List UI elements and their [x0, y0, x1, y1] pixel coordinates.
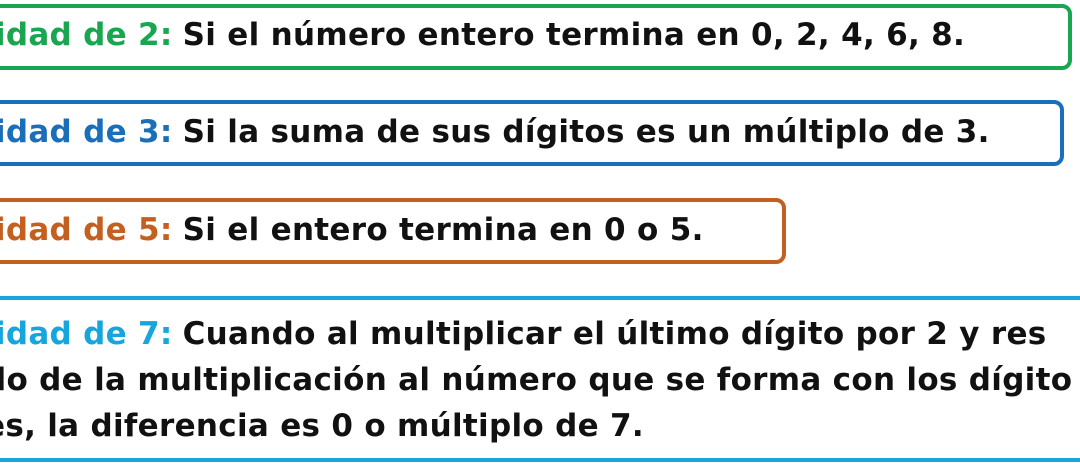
rule-3-line-1: lidad de 3:Si la suma de sus dígitos es … [0, 112, 990, 152]
rule-3-label: lidad de 3: [0, 114, 173, 150]
rule-box-divisibility-3 [0, 100, 1064, 166]
rule-box-divisibility-2 [0, 4, 1072, 70]
rule-box-divisibility-7 [0, 296, 1080, 462]
rule-2-line-1: lidad de 2:Si el número entero termina e… [0, 15, 965, 55]
rule-3-text: Si la suma de sus dígitos es un múltiplo… [182, 114, 990, 150]
rule-5-line-1: lidad de 5:Si el entero termina en 0 o 5… [0, 210, 704, 250]
rule-2-label: lidad de 2: [0, 17, 173, 53]
rule-7-line-3: es, la diferencia es 0 o múltiplo de 7. [0, 408, 644, 444]
rule-7-text-line-1: Cuando al multiplicar el último dígito p… [182, 316, 1047, 352]
rule-5-text: Si el entero termina en 0 o 5. [182, 212, 704, 248]
rule-2-text: Si el número entero termina en 0, 2, 4, … [182, 17, 966, 53]
rule-7-line-1: lidad de 7:Cuando al multiplicar el últi… [0, 314, 1047, 354]
rule-7-line-2: do de la multiplicación al número que se… [0, 362, 1073, 398]
rule-7-label: lidad de 7: [0, 316, 173, 352]
rule-box-divisibility-5 [0, 198, 786, 264]
rule-5-label: lidad de 5: [0, 212, 173, 248]
